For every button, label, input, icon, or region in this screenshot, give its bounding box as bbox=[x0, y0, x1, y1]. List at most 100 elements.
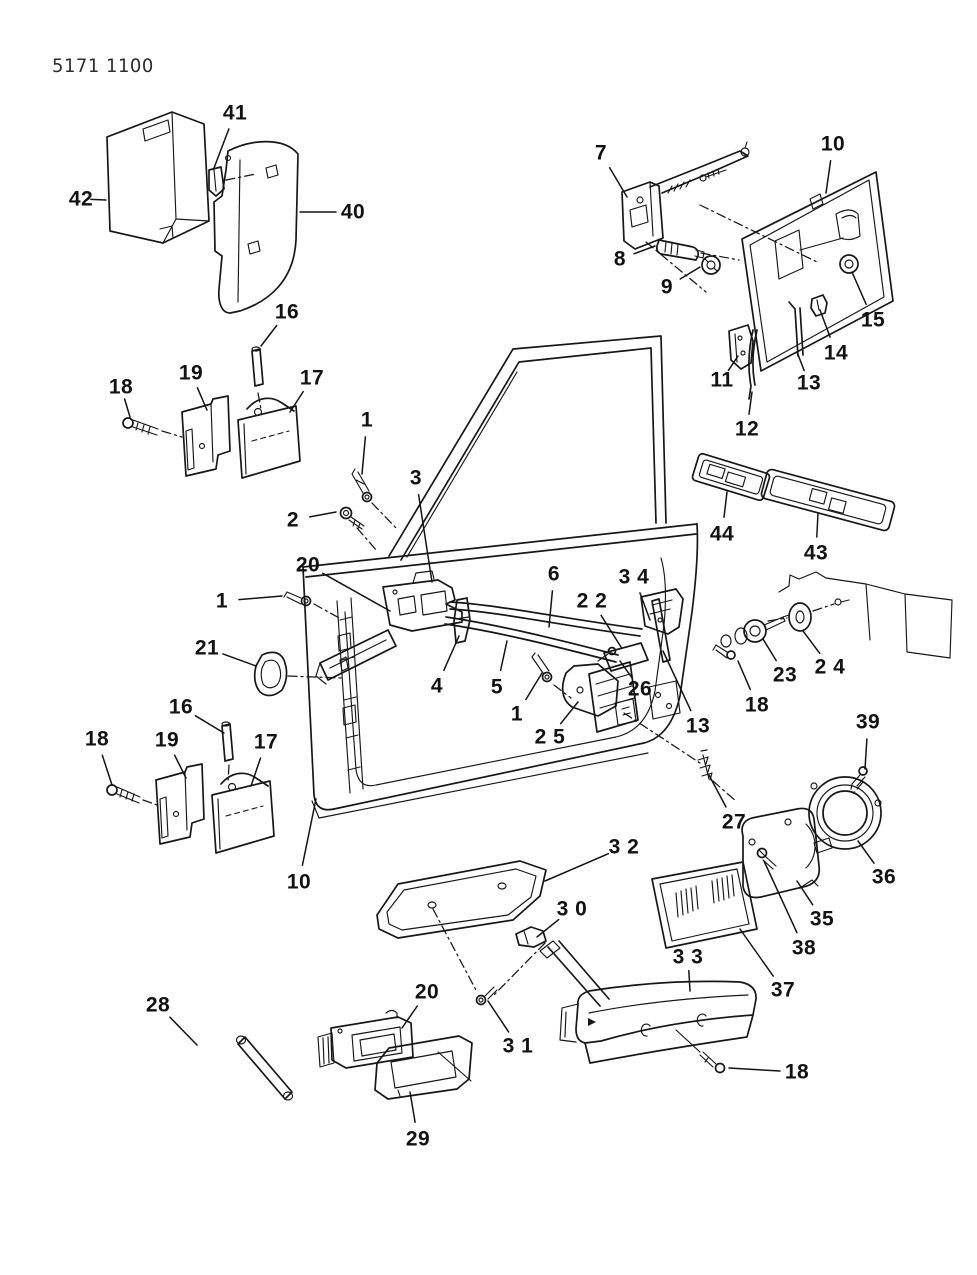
callout-label-5-33: 5 bbox=[490, 675, 504, 699]
latch-rod-13 bbox=[651, 598, 671, 663]
callout-label-43-28: 43 bbox=[803, 541, 829, 565]
callout-label-30-47: 3 0 bbox=[556, 897, 588, 921]
leader-line-36-42 bbox=[857, 840, 875, 864]
leader-line-7-3 bbox=[608, 166, 628, 198]
panel-knob-15 bbox=[839, 254, 859, 274]
screw-1-upper bbox=[351, 468, 373, 503]
screw-18-right bbox=[712, 644, 736, 660]
leader-line-23-38 bbox=[762, 638, 777, 662]
leader-line-4-32 bbox=[443, 635, 460, 672]
leader-line-43-28 bbox=[816, 512, 819, 538]
leader-line-20-19 bbox=[322, 572, 391, 612]
part-41-clip bbox=[208, 166, 225, 197]
leader-line-12-11 bbox=[748, 391, 753, 415]
bezel-plate-43 bbox=[760, 468, 896, 532]
lock-cylinder-8 bbox=[655, 239, 705, 261]
leader-line-39-41 bbox=[864, 738, 868, 770]
leader-line-27-45 bbox=[708, 774, 727, 808]
upper-hinge-half-17 bbox=[237, 397, 301, 479]
leader-line-11-10 bbox=[727, 355, 739, 372]
screw-31 bbox=[475, 986, 498, 1006]
panel-bracket-11 bbox=[728, 324, 754, 370]
panel-clip-14 bbox=[810, 294, 828, 317]
leader-line-29-50 bbox=[409, 1091, 416, 1123]
callout-label-21-21: 21 bbox=[194, 636, 220, 660]
screw-2 bbox=[339, 506, 365, 530]
leader-line-19-13 bbox=[196, 387, 208, 411]
callout-label-14-8: 14 bbox=[823, 341, 849, 365]
lower-hinge-half-17 bbox=[211, 772, 275, 854]
lower-hinge-bracket-19 bbox=[155, 763, 205, 845]
leader-line-44-27 bbox=[723, 491, 728, 518]
callout-label-13-37: 13 bbox=[685, 714, 711, 738]
callout-label-19-13: 19 bbox=[178, 361, 204, 385]
inside-handle-20 bbox=[317, 1009, 414, 1069]
callout-label-42-1: 42 bbox=[68, 187, 94, 211]
callout-label-37-53: 37 bbox=[770, 978, 796, 1002]
leader-line-13-37 bbox=[662, 650, 692, 712]
callout-label-10-26: 10 bbox=[286, 870, 312, 894]
callout-label-40-2: 40 bbox=[340, 200, 366, 224]
callout-label-22-30: 2 2 bbox=[576, 589, 608, 613]
leader-line-15-7 bbox=[851, 271, 867, 306]
leader-line-42-1 bbox=[90, 198, 107, 201]
leader-line-20-49 bbox=[401, 1005, 419, 1029]
callout-label-41-0: 41 bbox=[222, 101, 248, 125]
callout-label-39-41: 39 bbox=[855, 710, 881, 734]
leader-line-26-36 bbox=[619, 660, 633, 679]
upper-hinge-pin-16 bbox=[251, 346, 264, 387]
callout-label-16-22: 16 bbox=[168, 695, 194, 719]
leader-line-16-22 bbox=[194, 715, 225, 734]
leader-line-22-30 bbox=[600, 614, 622, 648]
callout-label-44-27: 44 bbox=[709, 522, 735, 546]
callout-label-1-34: 1 bbox=[510, 702, 524, 726]
callout-label-18-54: 18 bbox=[784, 1060, 810, 1084]
callout-label-19-23: 19 bbox=[154, 728, 180, 752]
callout-label-13-9: 13 bbox=[796, 371, 822, 395]
callout-label-1-20: 1 bbox=[215, 589, 229, 613]
callout-label-36-42: 36 bbox=[871, 865, 897, 889]
armrest-33 bbox=[559, 980, 757, 1064]
callout-label-20-19: 20 bbox=[295, 553, 321, 577]
leader-line-38-44 bbox=[763, 860, 798, 934]
callout-label-20-49: 20 bbox=[414, 980, 440, 1004]
callout-label-26-36: 26 bbox=[627, 677, 653, 701]
part-40-shell bbox=[213, 140, 299, 314]
leader-line-5-33 bbox=[499, 640, 508, 672]
leader-line-16-12 bbox=[260, 324, 278, 347]
callout-label-23-38: 23 bbox=[772, 663, 798, 687]
speaker-ring-36 bbox=[808, 776, 882, 850]
callout-label-8-5: 8 bbox=[613, 247, 627, 271]
leader-line-32-46 bbox=[544, 852, 610, 882]
panel-rod-12 bbox=[748, 329, 758, 400]
leader-line-21-21 bbox=[222, 653, 257, 667]
leader-line-18-25 bbox=[101, 754, 113, 786]
leader-line-34-31 bbox=[639, 592, 651, 621]
callout-label-18-15: 18 bbox=[108, 375, 134, 399]
leader-line-10-26 bbox=[301, 798, 317, 867]
leader-line-3-18 bbox=[417, 494, 433, 583]
leader-line-41-0 bbox=[213, 128, 230, 169]
upper-hinge-screw bbox=[122, 417, 159, 436]
leader-line-30-47 bbox=[536, 918, 560, 938]
screw-1-center bbox=[531, 652, 553, 683]
callout-label-18-25: 18 bbox=[84, 727, 110, 751]
door-latch-25 bbox=[561, 661, 639, 733]
upper-hinge-bracket-19 bbox=[181, 395, 231, 477]
leader-line-18-54 bbox=[728, 1067, 781, 1072]
oval-grommet-21 bbox=[253, 651, 288, 697]
leader-line-24-39 bbox=[802, 630, 821, 655]
callout-label-15-7: 15 bbox=[860, 308, 886, 332]
catalog-code: 5171 1100 bbox=[52, 55, 154, 78]
callout-label-4-32: 4 bbox=[430, 674, 444, 698]
callout-label-33-52: 3 3 bbox=[672, 945, 704, 969]
leader-line-6-29 bbox=[548, 590, 554, 628]
leader-line-2-17 bbox=[308, 511, 337, 518]
outside-handle-7 bbox=[621, 141, 750, 250]
switch-plate-44 bbox=[691, 452, 771, 502]
alignment-lines bbox=[142, 173, 864, 997]
leader-line-10-4 bbox=[825, 160, 832, 194]
screw-1-left bbox=[283, 591, 312, 607]
callout-label-34-31: 3 4 bbox=[618, 565, 650, 589]
callout-label-27-45: 27 bbox=[721, 810, 747, 834]
